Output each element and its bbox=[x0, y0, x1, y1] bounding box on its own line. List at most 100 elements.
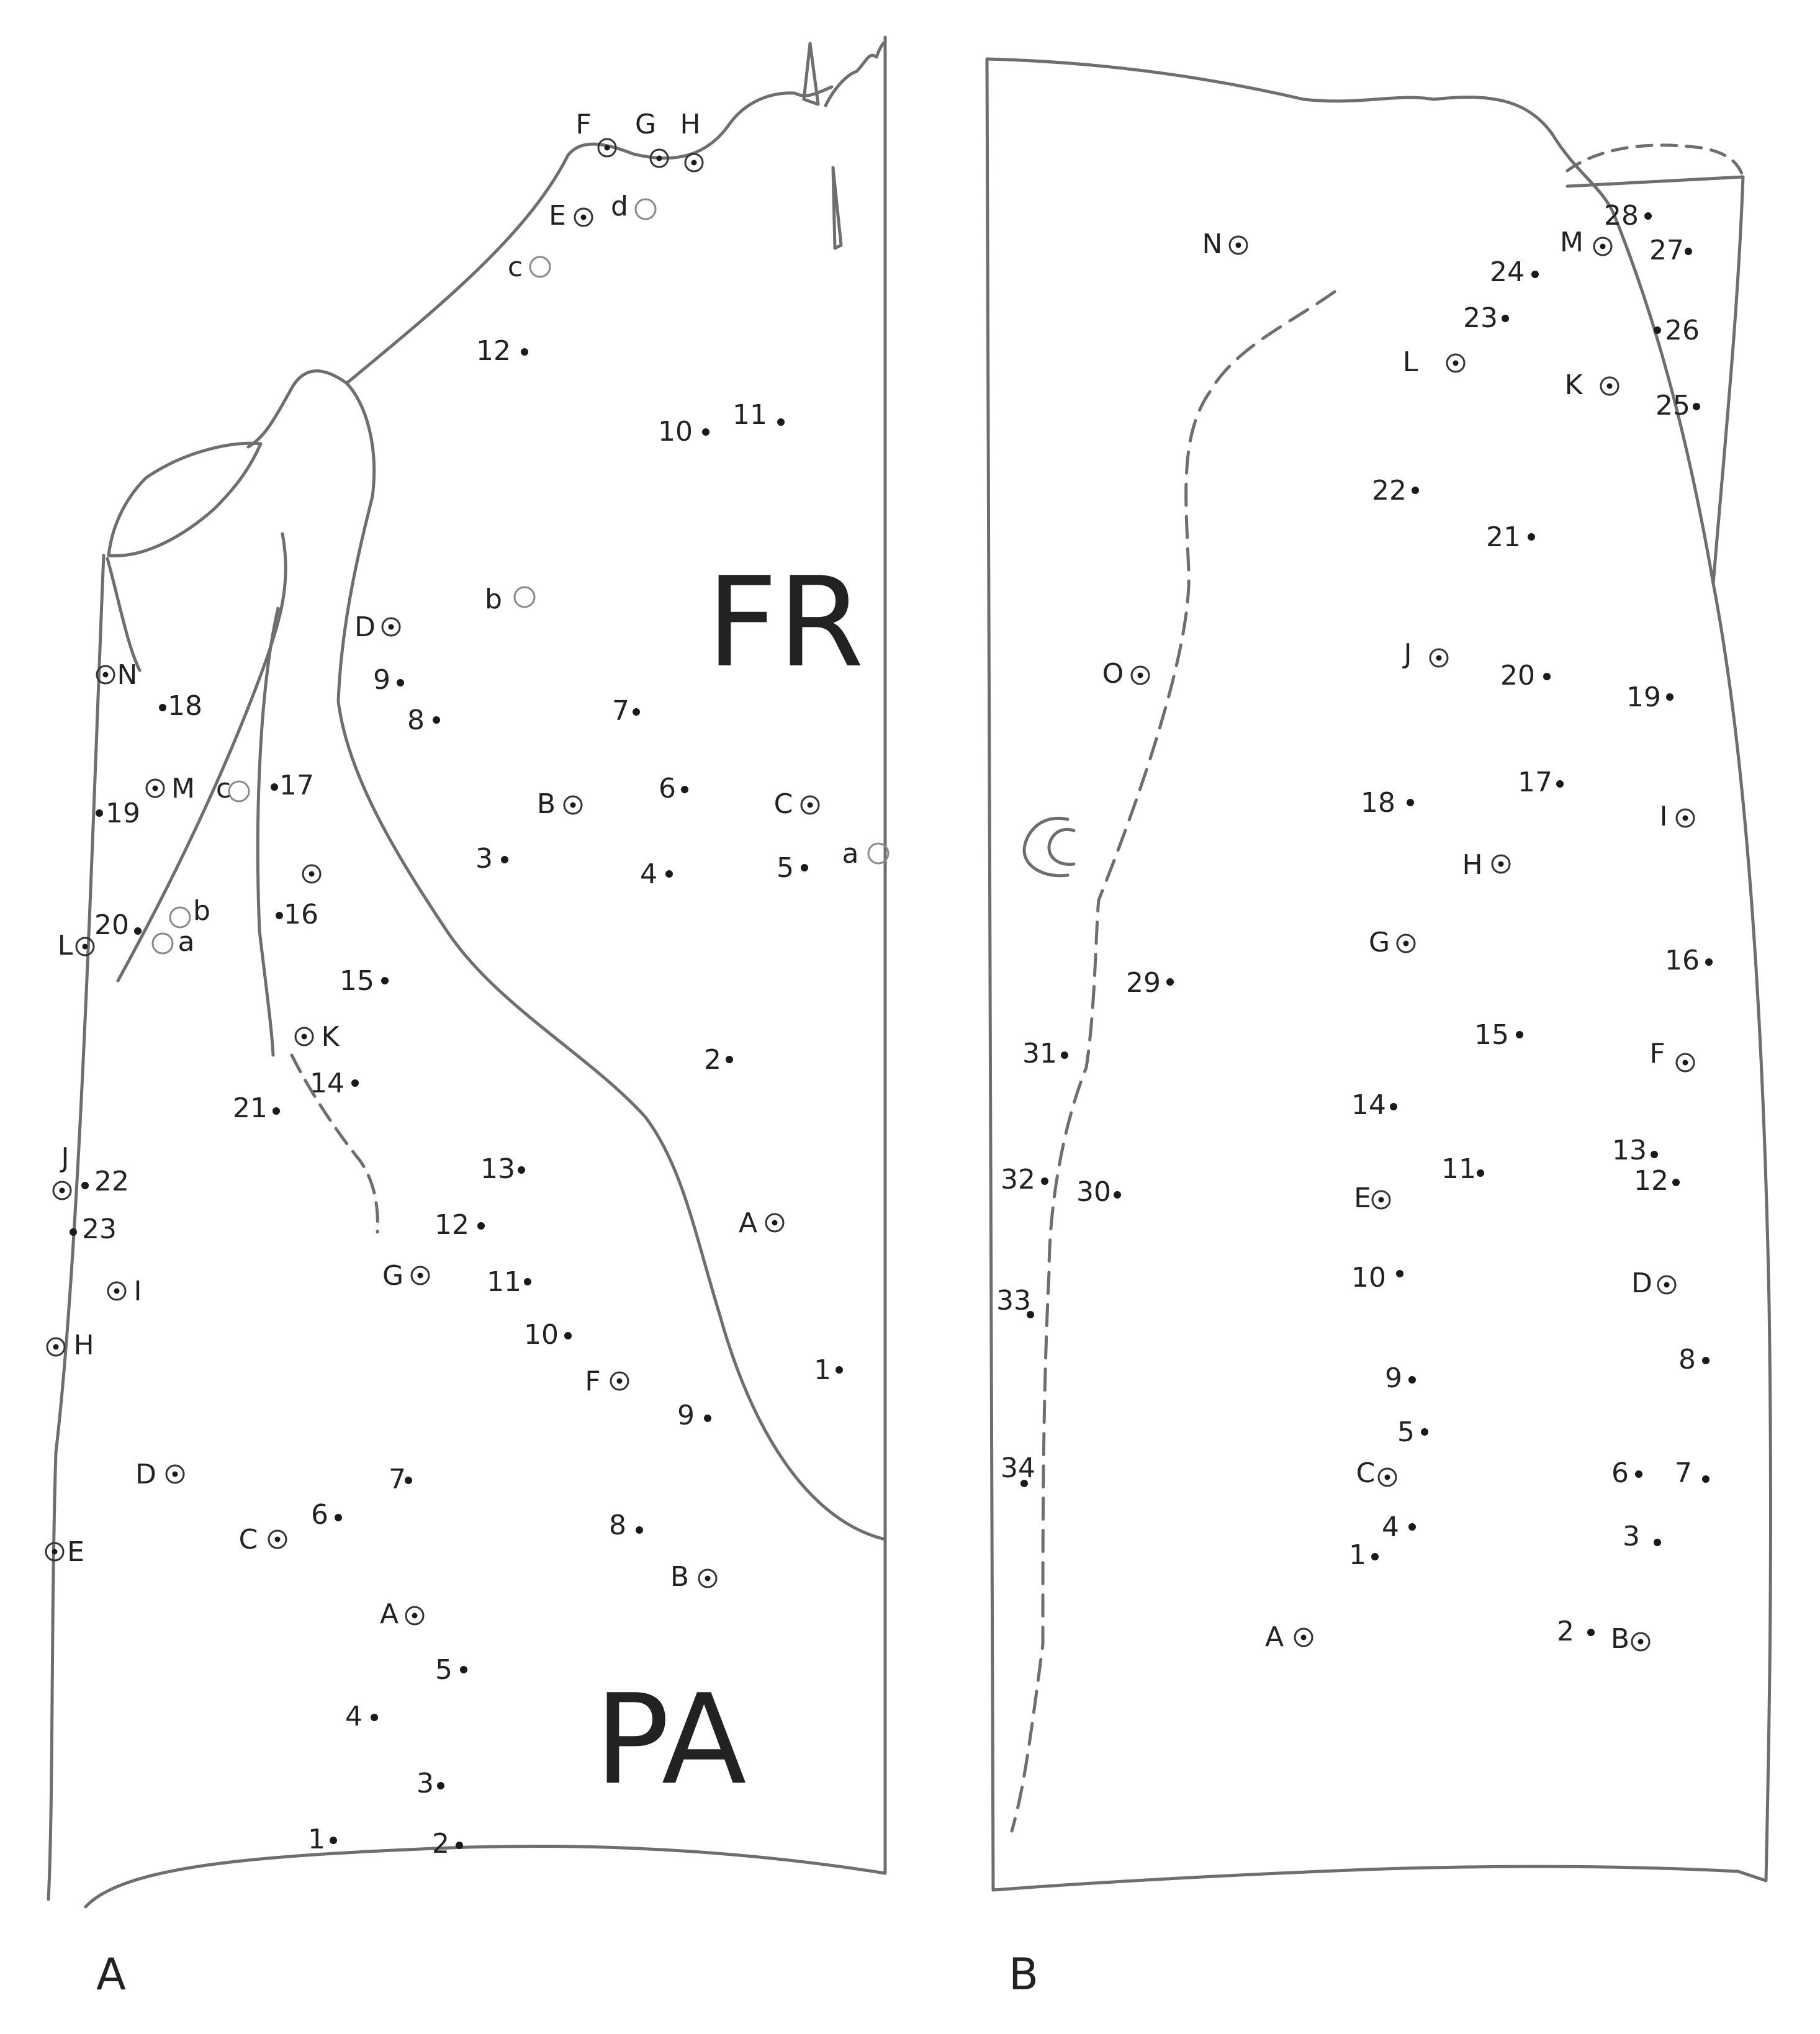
marker-label: 12 bbox=[1634, 1165, 1669, 1197]
marker-b-20: 20 bbox=[1500, 660, 1551, 691]
marker-label: K bbox=[1565, 369, 1583, 401]
dot-mark bbox=[665, 870, 673, 878]
dot-mark bbox=[456, 1842, 463, 1849]
marker-a-c: c bbox=[508, 251, 551, 283]
marker-b-15: 15 bbox=[1474, 1019, 1523, 1051]
ring-center bbox=[1606, 383, 1613, 389]
panel-a-inner-line bbox=[116, 532, 287, 983]
marker-b-14: 14 bbox=[1351, 1089, 1397, 1121]
dot-mark bbox=[96, 809, 103, 817]
dot-mark bbox=[521, 348, 528, 356]
dot-mark bbox=[518, 1166, 525, 1174]
marker-a-A: A bbox=[739, 1207, 785, 1239]
marker-label: 5 bbox=[777, 852, 794, 884]
marker-label: 10 bbox=[1351, 1262, 1386, 1294]
marker-a-pD: D bbox=[135, 1459, 185, 1490]
dot-mark bbox=[681, 786, 688, 793]
marker-label: 16 bbox=[1665, 945, 1700, 976]
dot-mark bbox=[1587, 1629, 1595, 1636]
ring-center bbox=[1235, 242, 1241, 248]
marker-a-p22: 22 bbox=[81, 1166, 129, 1197]
marker-label: G bbox=[635, 109, 656, 140]
marker-label: 23 bbox=[1463, 302, 1498, 334]
dot-mark bbox=[1702, 1475, 1710, 1483]
marker-a-p1: 1 bbox=[308, 1824, 337, 1855]
dot-mark bbox=[1644, 212, 1652, 220]
dot-mark bbox=[726, 1056, 733, 1063]
marker-label: 2 bbox=[1557, 1616, 1574, 1647]
ring-mark bbox=[574, 207, 593, 227]
marker-label: B bbox=[670, 1561, 689, 1593]
marker-a-11: 11 bbox=[732, 399, 785, 431]
marker-label: 6 bbox=[659, 773, 676, 804]
marker-b-7: 7 bbox=[1675, 1457, 1710, 1489]
marker-label: C bbox=[1356, 1457, 1376, 1489]
ring-mark bbox=[1130, 665, 1150, 685]
dot-mark bbox=[1685, 248, 1692, 255]
marker-b-C: C bbox=[1356, 1457, 1397, 1489]
marker-label: A bbox=[739, 1207, 757, 1239]
panel-b-bottom-edge bbox=[991, 1865, 1768, 1892]
marker-label: 20 bbox=[1500, 660, 1535, 691]
marker-label: 8 bbox=[1678, 1344, 1696, 1375]
dot-mark bbox=[1408, 1523, 1416, 1531]
marker-label: 4 bbox=[640, 858, 657, 890]
ring-mark bbox=[597, 138, 617, 158]
ring-mark bbox=[1631, 1632, 1651, 1652]
dot-mark bbox=[1396, 1270, 1403, 1277]
ring-mark bbox=[1396, 934, 1416, 953]
marker-label: 2 bbox=[432, 1828, 449, 1860]
marker-a-pring bbox=[302, 864, 322, 884]
marker-label: 18 bbox=[168, 690, 202, 722]
marker-b-11: 11 bbox=[1441, 1153, 1484, 1185]
dot-mark bbox=[1371, 1553, 1379, 1560]
marker-label: 13 bbox=[480, 1153, 515, 1185]
marker-b-N: N bbox=[1202, 228, 1248, 260]
ring-center bbox=[1682, 815, 1688, 821]
marker-b-33: 33 bbox=[996, 1285, 1034, 1318]
marker-label: 28 bbox=[1604, 200, 1639, 232]
marker-label: 7 bbox=[612, 695, 629, 727]
marker-label: I bbox=[134, 1276, 142, 1307]
ring-center bbox=[152, 785, 158, 791]
ring-center bbox=[705, 1575, 711, 1582]
marker-b-13: 13 bbox=[1612, 1135, 1658, 1166]
marker-label: D bbox=[135, 1459, 156, 1490]
marker-label: 22 bbox=[94, 1166, 129, 1197]
dot-mark bbox=[381, 977, 389, 984]
ring-center bbox=[172, 1471, 178, 1477]
dot-mark bbox=[405, 1477, 412, 1484]
dot-mark bbox=[330, 1837, 337, 1844]
marker-label: 22 bbox=[1372, 475, 1407, 506]
ring-center bbox=[1682, 1060, 1688, 1066]
marker-a-pF: F bbox=[585, 1366, 629, 1397]
panel-a-top-outline bbox=[345, 85, 834, 385]
panel-a-apodeme bbox=[246, 369, 348, 449]
panel-a-eye-oval bbox=[107, 441, 263, 557]
marker-a-C: C bbox=[774, 788, 820, 820]
marker-b-10: 10 bbox=[1351, 1262, 1403, 1294]
marker-b-B: B bbox=[1611, 1623, 1651, 1655]
marker-a-pE: E bbox=[45, 1536, 84, 1568]
marker-label: F bbox=[1649, 1038, 1665, 1069]
marker-a-a: a bbox=[842, 838, 890, 870]
marker-a-pA: A bbox=[380, 1598, 425, 1630]
marker-a-pL: L bbox=[58, 930, 95, 961]
marker-a-pC: C bbox=[239, 1524, 287, 1555]
marker-label: 32 bbox=[1001, 1164, 1035, 1195]
marker-a-pK: K bbox=[294, 1021, 340, 1053]
ring-mark bbox=[75, 937, 95, 956]
open-circle-mark bbox=[867, 842, 890, 865]
ring-center bbox=[52, 1549, 58, 1555]
marker-label: 15 bbox=[340, 965, 374, 997]
dot-mark bbox=[477, 1222, 485, 1230]
marker-label: 2 bbox=[704, 1044, 721, 1076]
dot-mark bbox=[273, 1107, 280, 1115]
marker-a-E: E bbox=[549, 200, 593, 232]
ring-center bbox=[1638, 1639, 1644, 1645]
marker-label: 30 bbox=[1076, 1176, 1111, 1208]
ring-center bbox=[570, 802, 576, 808]
marker-label: b bbox=[485, 583, 502, 615]
ring-center bbox=[1384, 1474, 1390, 1480]
marker-b-19: 19 bbox=[1626, 682, 1674, 713]
